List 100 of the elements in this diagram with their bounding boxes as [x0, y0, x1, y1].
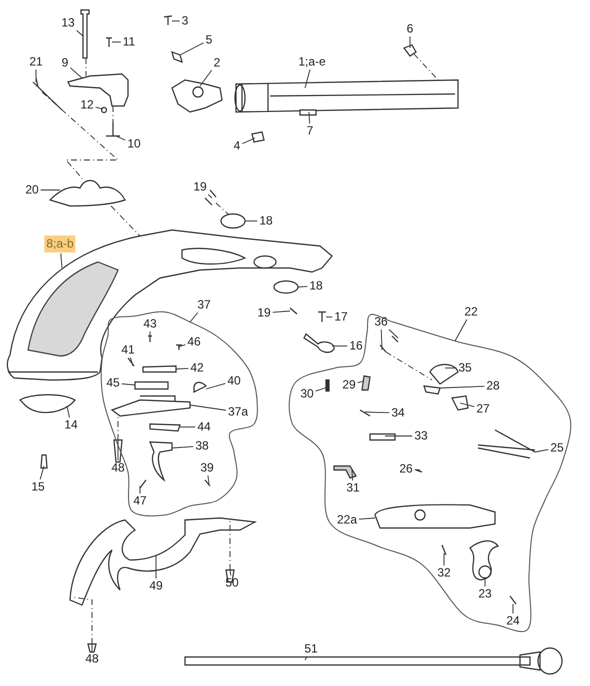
tang-drawing: [67, 73, 129, 107]
leader-line: [244, 220, 258, 222]
leader-line: [190, 404, 226, 411]
assembly-centerline: [112, 106, 114, 122]
pin-icon: [325, 379, 330, 392]
leader-line: [70, 67, 82, 78]
leader-line: [352, 470, 354, 481]
leader-line: [95, 106, 104, 110]
screw-icon: [175, 344, 183, 351]
leader-line: [298, 286, 308, 288]
callout-number: 20: [24, 184, 40, 196]
leader-line: [176, 368, 189, 370]
leader-line: [121, 383, 136, 386]
leader-line: [230, 570, 232, 576]
leader-line: [454, 319, 468, 342]
lever-icon: [149, 423, 181, 432]
leader-line: [304, 656, 308, 660]
leader-line: [208, 475, 210, 484]
breech-drawing: [171, 79, 223, 113]
bar-icon: [134, 381, 169, 390]
callout-number: 18: [308, 280, 324, 292]
callout-number: 45: [105, 376, 121, 390]
spring-icon: [477, 429, 536, 459]
leader-line: [66, 406, 70, 418]
screw-icon: [140, 480, 146, 488]
callout-number: 19: [256, 306, 272, 320]
leader-line: [357, 380, 364, 384]
callout-number: 18: [258, 214, 274, 228]
callout-number: 29: [341, 378, 357, 392]
trigger-guard-drawing: [69, 517, 256, 606]
leader-line: [364, 412, 390, 414]
sight-icon: [403, 44, 417, 57]
part-icon: [171, 51, 183, 63]
escutcheon-icon: [220, 213, 246, 229]
assembly-centerline: [216, 202, 228, 214]
trigger-plate-drawing: [111, 395, 191, 417]
callout-number: 28: [485, 380, 501, 392]
leader-line: [315, 386, 328, 392]
leader-line: [60, 253, 62, 268]
callout-number: 41: [120, 344, 136, 356]
callout-number: 34: [390, 406, 406, 420]
butt-cap-drawing: [19, 394, 76, 414]
assembly-centerline: [386, 352, 432, 380]
screw-icon: [204, 189, 217, 206]
wedge-icon: [251, 131, 265, 143]
screw-icon: [380, 344, 386, 352]
bolt-icon: [32, 77, 63, 111]
leader-line: [272, 310, 290, 313]
leader-line: [484, 576, 486, 587]
leader-line: [358, 518, 376, 520]
lever-icon: [333, 465, 357, 479]
sear-icon: [423, 385, 441, 395]
screw-icon: [360, 409, 370, 417]
callout-number: 6: [406, 22, 414, 36]
callout-number: 35: [457, 362, 473, 374]
callout-number: 15: [30, 480, 46, 494]
leader-line: [242, 138, 256, 144]
pin-icon: [40, 454, 48, 469]
leader-line: [180, 42, 204, 56]
callout-number: 24: [505, 614, 521, 628]
leader-line: [308, 112, 310, 124]
leader-line: [304, 69, 310, 88]
callout-number: 43: [142, 318, 158, 330]
callout-number: 36: [373, 316, 389, 328]
leader-line: [40, 466, 44, 480]
leader-line: [206, 383, 226, 390]
callout-number: 12: [79, 98, 95, 112]
callout-number: 17: [333, 310, 349, 324]
callout-number: 10: [126, 138, 142, 150]
leader-line: [534, 449, 549, 452]
leader-line: [460, 402, 475, 408]
screw-icon: [87, 643, 97, 653]
callout-number: 5: [204, 34, 214, 46]
pin-icon: [128, 358, 134, 366]
assembly-centerline: [414, 54, 440, 82]
callout-number: 50: [224, 576, 240, 590]
screw-icon: [105, 37, 113, 48]
callout-number: 16: [348, 340, 364, 352]
callout-number: 31: [345, 482, 361, 494]
callout-number: 37a: [226, 406, 250, 418]
lock-plate-drawing: [374, 504, 496, 529]
nut-icon: [100, 106, 108, 114]
pin-icon: [204, 480, 210, 486]
assembly-centerline: [110, 206, 140, 236]
screw-icon: [510, 596, 516, 604]
callout-number: 37: [196, 298, 212, 312]
link-icon: [361, 375, 371, 391]
callout-number: 38: [194, 440, 210, 452]
leader-line: [178, 344, 186, 348]
leader-line: [190, 312, 198, 322]
callout-number: 46: [186, 336, 202, 348]
tumbler-icon: [451, 395, 469, 411]
callout-number: 48: [110, 462, 126, 474]
callout-number: 22: [463, 306, 479, 318]
barrel-drawing: [234, 79, 459, 113]
callout-number: 22a: [336, 514, 358, 526]
screw-icon: [113, 439, 123, 463]
callout-number: 30: [299, 388, 315, 400]
callout-number: 1;a-e: [297, 56, 327, 68]
leader-line: [76, 30, 84, 36]
